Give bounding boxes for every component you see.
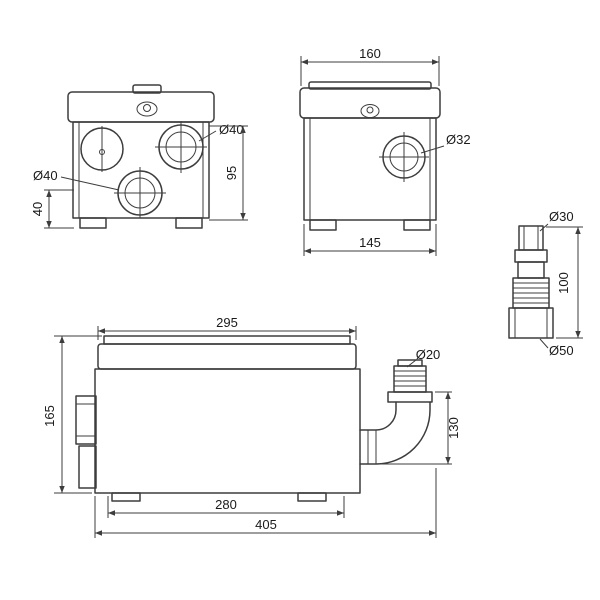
knob-center <box>99 149 105 155</box>
lid <box>67 91 215 123</box>
leader-line <box>420 145 445 154</box>
leader-line <box>539 338 549 349</box>
leader-line <box>539 223 549 232</box>
screw-slot <box>136 101 158 117</box>
fitting-top-pipe <box>518 225 544 251</box>
dim-label-130: 130 <box>446 417 461 439</box>
foot <box>79 217 107 229</box>
fitting-step <box>514 249 548 263</box>
dim-label-280: 280 <box>215 497 237 512</box>
fitting-base <box>508 307 554 339</box>
dim-label-port-top: Ø40 <box>219 122 244 137</box>
lid-band <box>103 335 351 345</box>
foot <box>111 492 141 502</box>
dim-label-145: 145 <box>359 235 381 250</box>
front-view: Ø40 Ø40 95 40 <box>30 84 248 229</box>
dim-label-100: 100 <box>556 272 571 294</box>
dim-label-295: 295 <box>216 315 238 330</box>
body <box>94 368 361 494</box>
elbow-outer <box>359 401 431 465</box>
elbow-inner <box>359 401 397 431</box>
lower-socket <box>78 445 97 489</box>
dim-label-d30: Ø30 <box>549 209 574 224</box>
body <box>303 117 437 221</box>
foot <box>403 219 431 231</box>
profile-view: 295 Ø20 130 165 280 <box>42 315 461 538</box>
dim-label-d20: Ø20 <box>416 347 441 362</box>
dim-label-160: 160 <box>359 46 381 61</box>
dim-label-40: 40 <box>30 202 45 216</box>
lid <box>97 343 357 370</box>
dim-label-405: 405 <box>255 517 277 532</box>
leader-line <box>60 176 120 191</box>
dim-label-port-bottom: Ø40 <box>33 168 58 183</box>
lid-band <box>308 81 432 90</box>
dim-label-port-32: Ø32 <box>446 132 471 147</box>
dim-label-95: 95 <box>224 166 239 180</box>
dim-label-d50: Ø50 <box>549 343 574 358</box>
dim-label-165: 165 <box>42 405 57 427</box>
foot <box>175 217 203 229</box>
screw-hole <box>143 104 151 112</box>
leader-line <box>406 359 417 368</box>
fitting-detail: Ø30 100 Ø50 <box>508 209 583 358</box>
leader-line <box>198 130 217 142</box>
outlet-ribs <box>393 365 427 393</box>
foot <box>309 219 337 231</box>
outlet-collar <box>387 391 433 403</box>
inlet-socket <box>75 395 97 445</box>
side-view: 160 Ø32 145 <box>299 46 471 256</box>
fitting-neck <box>517 261 545 279</box>
body <box>72 121 210 219</box>
screw-slot <box>360 104 380 118</box>
lid-tab <box>132 84 162 94</box>
foot <box>297 492 327 502</box>
screw-hole <box>366 106 374 114</box>
